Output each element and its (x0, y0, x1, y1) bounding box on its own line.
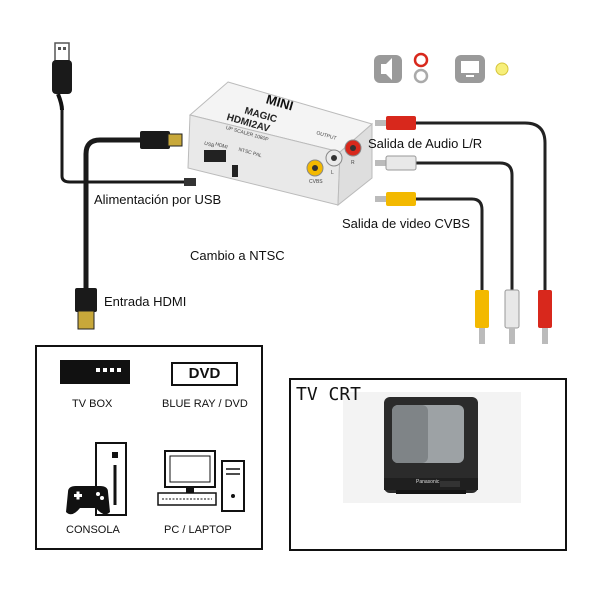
dvd-logo-icon (171, 362, 238, 386)
tv-crt-title: TV CRT (296, 384, 362, 405)
video-indicator-icon (495, 62, 509, 76)
pc-laptop-icon (157, 450, 245, 512)
console-icon (66, 442, 127, 516)
bluray-dvd-label: BLUE RAY / DVD (162, 398, 248, 410)
ntsc-switch-label: Cambio a NTSC (190, 248, 285, 263)
console-label: CONSOLA (66, 524, 120, 536)
pc-laptop-label: PC / LAPTOP (164, 524, 232, 536)
converter-l-text: L (331, 170, 334, 176)
audio-jack-icon (413, 52, 429, 84)
converter-r-text: R (351, 160, 355, 166)
tv-brand-text: Panasonic (416, 479, 440, 485)
tvbox-icon (60, 360, 130, 384)
hdmi-cable (75, 131, 183, 330)
audio-output-label: Salida de Audio L/R (368, 136, 483, 151)
source-devices-panel (35, 345, 263, 550)
crt-tv-icon (343, 392, 521, 503)
usb-power-label: Alimentación por USB (94, 192, 222, 207)
usb-cable (60, 110, 186, 184)
monitor-icon (455, 55, 485, 83)
tv-crt-panel (289, 378, 567, 551)
rca-cables (375, 116, 552, 344)
usb-plug (52, 42, 72, 111)
tvbox-label: TV BOX (72, 398, 113, 410)
speaker-icon (374, 55, 402, 83)
dvd-logo-text: DVD (188, 365, 221, 382)
converter-cvbs-text: CVBS (309, 179, 323, 185)
hdmi-input-label: Entrada HDMI (104, 294, 187, 309)
micro-usb-plug (184, 178, 196, 186)
hdmi2av-converter (187, 81, 374, 207)
video-output-label: Salida de video CVBS (342, 216, 470, 231)
